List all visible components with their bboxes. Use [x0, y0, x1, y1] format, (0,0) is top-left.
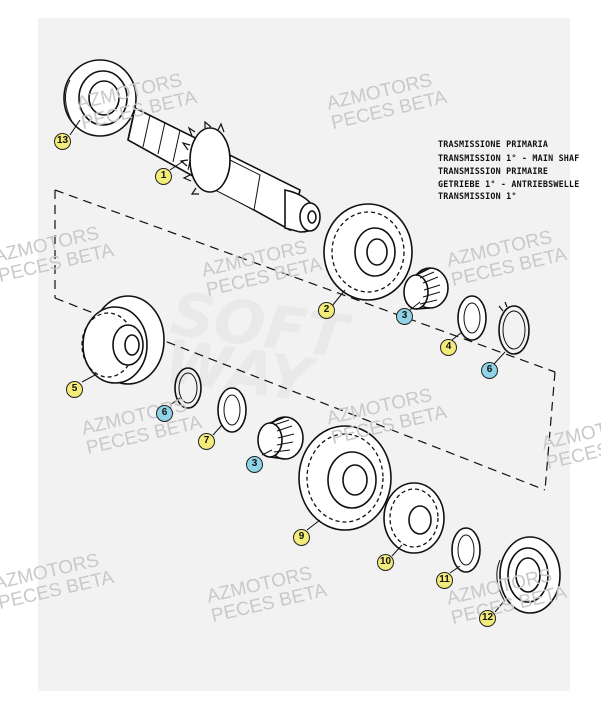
part-3-needle-bearing-upper — [403, 267, 449, 310]
callout-12[interactable]: 12 — [479, 610, 496, 627]
part-10-gear — [383, 482, 445, 554]
part-2-gear — [323, 203, 413, 301]
title-line-5: TRANSMISSION 1° — [438, 191, 517, 201]
title-line-3: TRANSMISSION PRIMAIRE — [438, 166, 549, 176]
axis-line-lower — [54, 297, 546, 491]
part-6-circlip-lower — [174, 367, 202, 409]
callout-3[interactable]: 3 — [396, 308, 413, 325]
part-1-main-shaft — [127, 106, 321, 233]
title-line-4: GETRIEBE 1° - ANTRIEBSWELLE — [438, 179, 580, 189]
part-13-bearing — [63, 59, 137, 137]
part-4-washer — [457, 295, 487, 341]
callout-2[interactable]: 2 — [318, 302, 335, 319]
callout-7[interactable]: 7 — [198, 433, 215, 450]
part-6-circlip-upper — [498, 301, 530, 355]
title-line-2: TRANSMISSION 1° - MAIN SHAF — [438, 153, 580, 163]
callout-4[interactable]: 4 — [440, 339, 457, 356]
title-line-1: TRASMISSIONE PRIMARIA — [438, 139, 549, 149]
part-11-washer — [451, 527, 481, 573]
axis-line-upper — [54, 189, 556, 373]
callout-1[interactable]: 1 — [155, 168, 172, 185]
part-7-washer — [217, 387, 247, 433]
callout-6[interactable]: 6 — [481, 362, 498, 379]
callout-3[interactable]: 3 — [246, 456, 263, 473]
part-3-needle-bearing-lower — [257, 416, 304, 460]
axis-line-right — [544, 371, 556, 491]
callout-5[interactable]: 5 — [66, 381, 83, 398]
callout-9[interactable]: 9 — [293, 529, 310, 546]
callout-6[interactable]: 6 — [156, 405, 173, 422]
callout-11[interactable]: 11 — [436, 572, 453, 589]
part-5-double-gear — [81, 295, 165, 385]
callout-13[interactable]: 13 — [54, 133, 71, 150]
part-12-bearing — [496, 536, 561, 614]
part-9-large-gear — [298, 425, 392, 531]
callout-10[interactable]: 10 — [377, 554, 394, 571]
